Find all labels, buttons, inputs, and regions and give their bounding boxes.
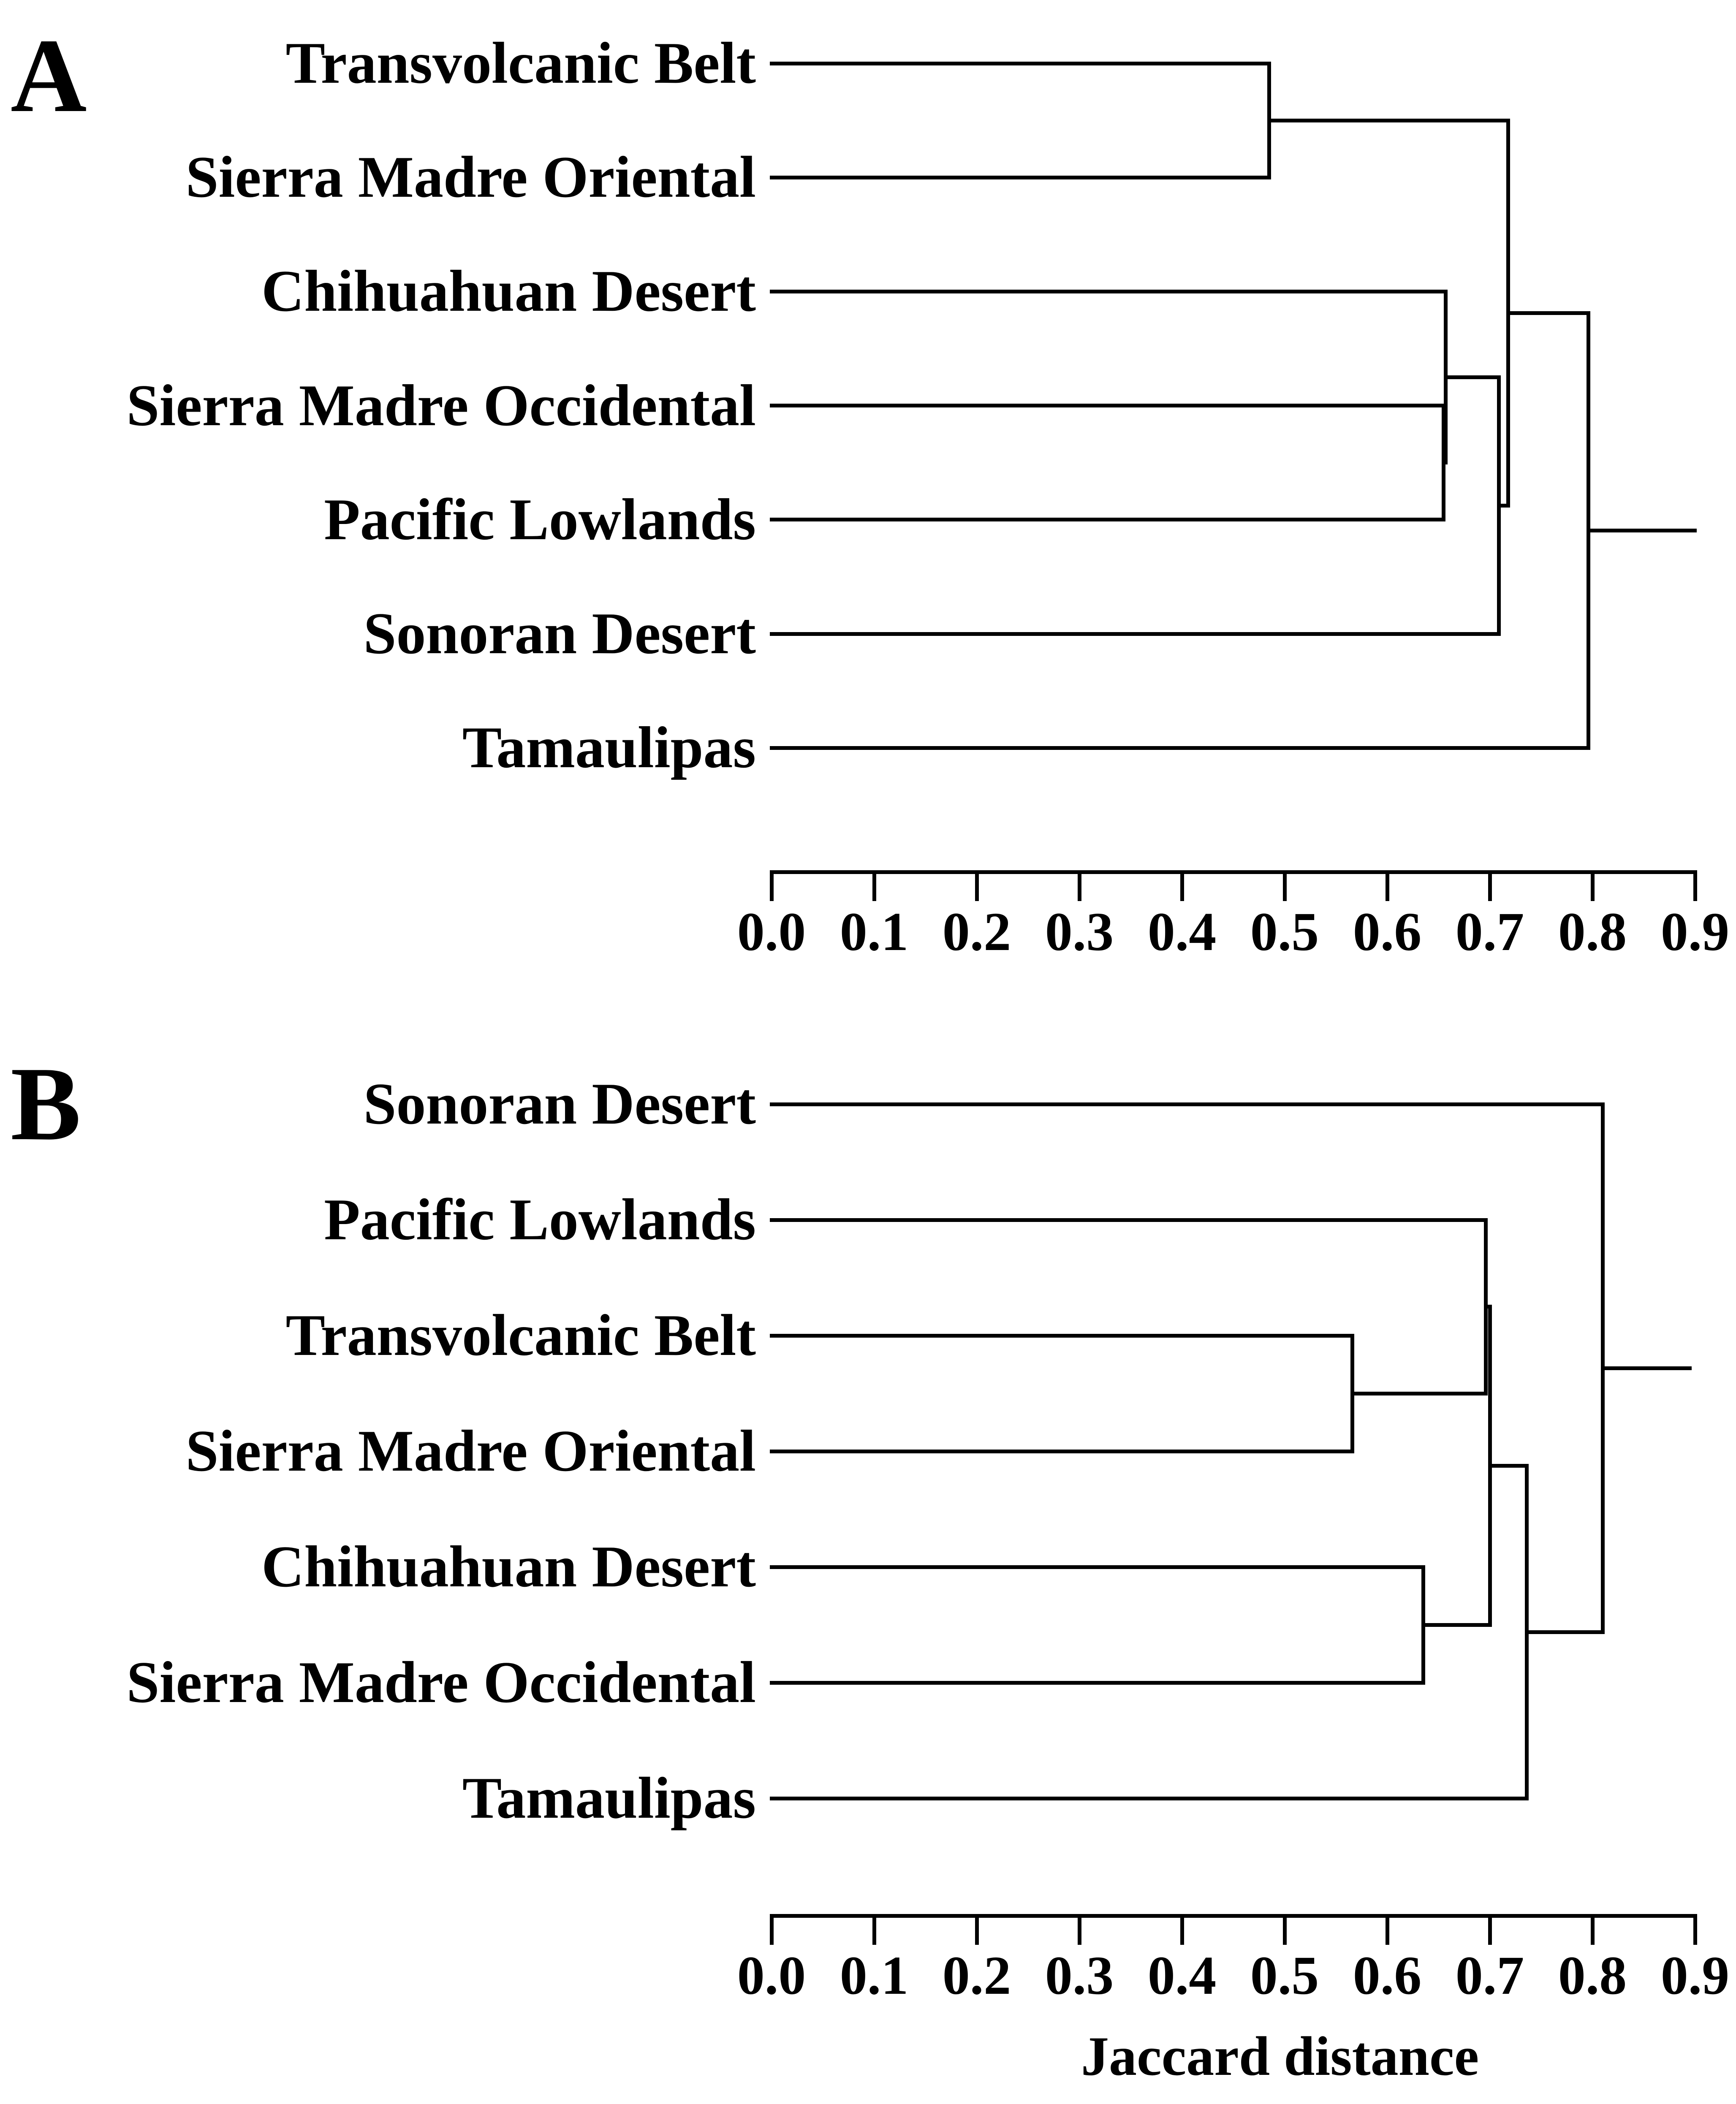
axis-tick-label: 0.2 [942,1945,1011,2006]
dendrogram-branch-line [1600,1366,1692,1370]
dendrogram-branch-line [769,1680,1425,1685]
axis-tick-label: 0.6 [1353,901,1422,962]
dendrogram-branch-line [769,1333,1354,1338]
axis-tick-label: 0.8 [1558,901,1627,962]
dendrogram-branch-line [769,1218,1488,1222]
dendrogram-branch-line [1267,118,1511,122]
leaf-label: Pacific Lowlands [324,1187,756,1252]
axis-tick [1077,870,1081,901]
axis-tick-label: 0.5 [1250,901,1319,962]
axis-tick [872,870,876,901]
axis-tick [1077,1914,1081,1945]
panel-letter: B [11,1045,81,1162]
axis-tick-label: 0.4 [1147,1945,1217,2006]
axis-tick-label: 0.7 [1455,1945,1524,2006]
dendrogram-branch-line [769,746,1590,750]
leaf-label: Sierra Madre Oriental [185,1418,756,1484]
axis-tick [1385,1914,1389,1945]
dendrogram-branch-line [1497,503,1511,508]
leaf-label: Chihuahuan Desert [261,258,756,324]
axis-tick-label: 0.5 [1250,1945,1319,2006]
dendrogram-branch-line [1444,375,1501,379]
axis-tick-label: 0.0 [737,1945,806,2006]
leaf-label: Sierra Madre Occidental [126,1650,756,1715]
dendrogram-branch-line [769,175,1271,179]
leaf-label: Pacific Lowlands [324,486,756,552]
dendrogram-branch-line [769,518,1446,522]
leaf-label: Transvolcanic Belt [285,1303,756,1368]
dendrogram-branch-line [1586,528,1697,532]
axis-tick [1693,870,1697,901]
axis-tick [1180,870,1184,901]
leaf-label: Transvolcanic Belt [285,30,756,96]
axis-tick [1590,870,1595,901]
axis-tick [1282,1914,1287,1945]
leaf-label: Sonoran Desert [363,1071,756,1137]
dendrogram-branch-line [1483,1305,1492,1309]
dendrogram-branch-line [769,289,1448,293]
leaf-label: Sierra Madre Oriental [185,144,756,210]
axis-tick-label: 0.7 [1455,901,1524,962]
axis-line [769,870,1697,874]
axis-tick-label: 0.1 [839,901,909,962]
axis-tick-label: 0.8 [1558,1945,1627,2006]
axis-tick [1488,1914,1492,1945]
axis-tick [975,870,979,901]
axis-tick [769,1914,774,1945]
axis-tick-label: 0.1 [839,1945,909,2006]
dendrogram-branch-line [769,61,1271,65]
axis-line [769,1914,1697,1918]
axis-tick-label: 0.0 [737,901,806,962]
axis-title: Jaccard distance [1081,2025,1479,2087]
axis-tick [1488,870,1492,901]
axis-tick [1693,1914,1697,1945]
axis-tick [1180,1914,1184,1945]
axis-tick [1385,870,1389,901]
dendrogram-branch-line [769,632,1501,636]
axis-tick-label: 0.2 [942,901,1011,962]
axis-tick-label: 0.3 [1045,1945,1114,2006]
axis-tick [975,1914,979,1945]
axis-tick-label: 0.4 [1147,901,1217,962]
panel-letter: A [11,17,87,134]
leaf-label: Sierra Madre Occidental [126,372,756,438]
axis-tick [872,1914,876,1945]
dendrogram-branch-line [769,1565,1425,1569]
axis-tick-label: 0.6 [1353,1945,1422,2006]
axis-tick-label: 0.3 [1045,901,1114,962]
dendrogram-branch-line [769,1796,1529,1800]
axis-tick [1282,870,1287,901]
dendrogram-branch-line [769,1449,1354,1453]
axis-tick-label: 0.9 [1660,1945,1730,2006]
axis-tick-label: 0.9 [1660,901,1730,962]
dendrogram-branch-line [1524,1630,1605,1634]
leaf-label: Tamaulipas [462,715,756,781]
leaf-label: Tamaulipas [462,1765,756,1831]
dendrogram-branch-line [1350,1391,1488,1395]
dendrogram-branch-line [1506,311,1590,315]
dendrogram-branch-line [769,1102,1605,1106]
axis-tick [1590,1914,1595,1945]
leaf-label: Sonoran Desert [363,601,756,666]
axis-tick [769,870,774,901]
dendrogram-branch-line [769,404,1446,408]
dendrogram-branch-line [1421,1623,1492,1627]
leaf-label: Chihuahuan Desert [261,1534,756,1599]
dendrogram-branch-line [1488,1463,1529,1468]
